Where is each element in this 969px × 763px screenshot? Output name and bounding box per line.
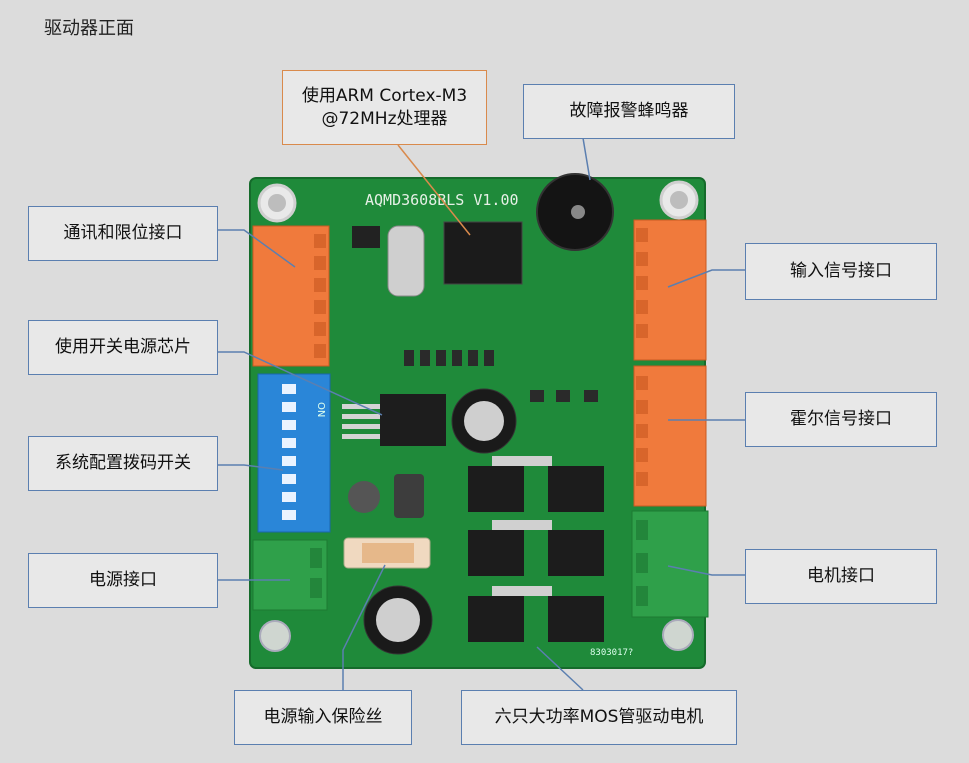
comm-terminal [252,225,330,367]
callout-motor: 电机接口 [745,549,937,604]
mount-hole-br [662,619,694,651]
callout-comm: 通讯和限位接口 [28,206,218,261]
crystal [387,225,425,297]
cpu-chip [443,221,523,285]
dip-switch-label: ON [315,402,326,417]
page-title: 驱动器正面 [44,18,134,39]
callout-power: 电源接口 [28,553,218,608]
callout-psu-chip: 使用开关电源芯片 [28,320,218,375]
mount-hole-bl [259,620,291,652]
regulator-chip [380,394,446,446]
board-serial: 8303017? [590,648,633,658]
mosfet-group [468,466,604,642]
capacitor-220v [394,474,424,518]
callout-fuse: 电源输入保险丝 [234,690,412,745]
callout-hall: 霍尔信号接口 [745,392,937,447]
callout-buzzer: 故障报警蜂鸣器 [523,84,735,139]
callout-mos: 六只大功率MOS管驱动电机 [461,690,737,745]
callout-cpu: 使用ARM Cortex-M3 @72MHz处理器 [282,70,487,145]
callout-dip: 系统配置拨码开关 [28,436,218,491]
callout-input: 输入信号接口 [745,243,937,300]
dip-switch [257,373,331,533]
